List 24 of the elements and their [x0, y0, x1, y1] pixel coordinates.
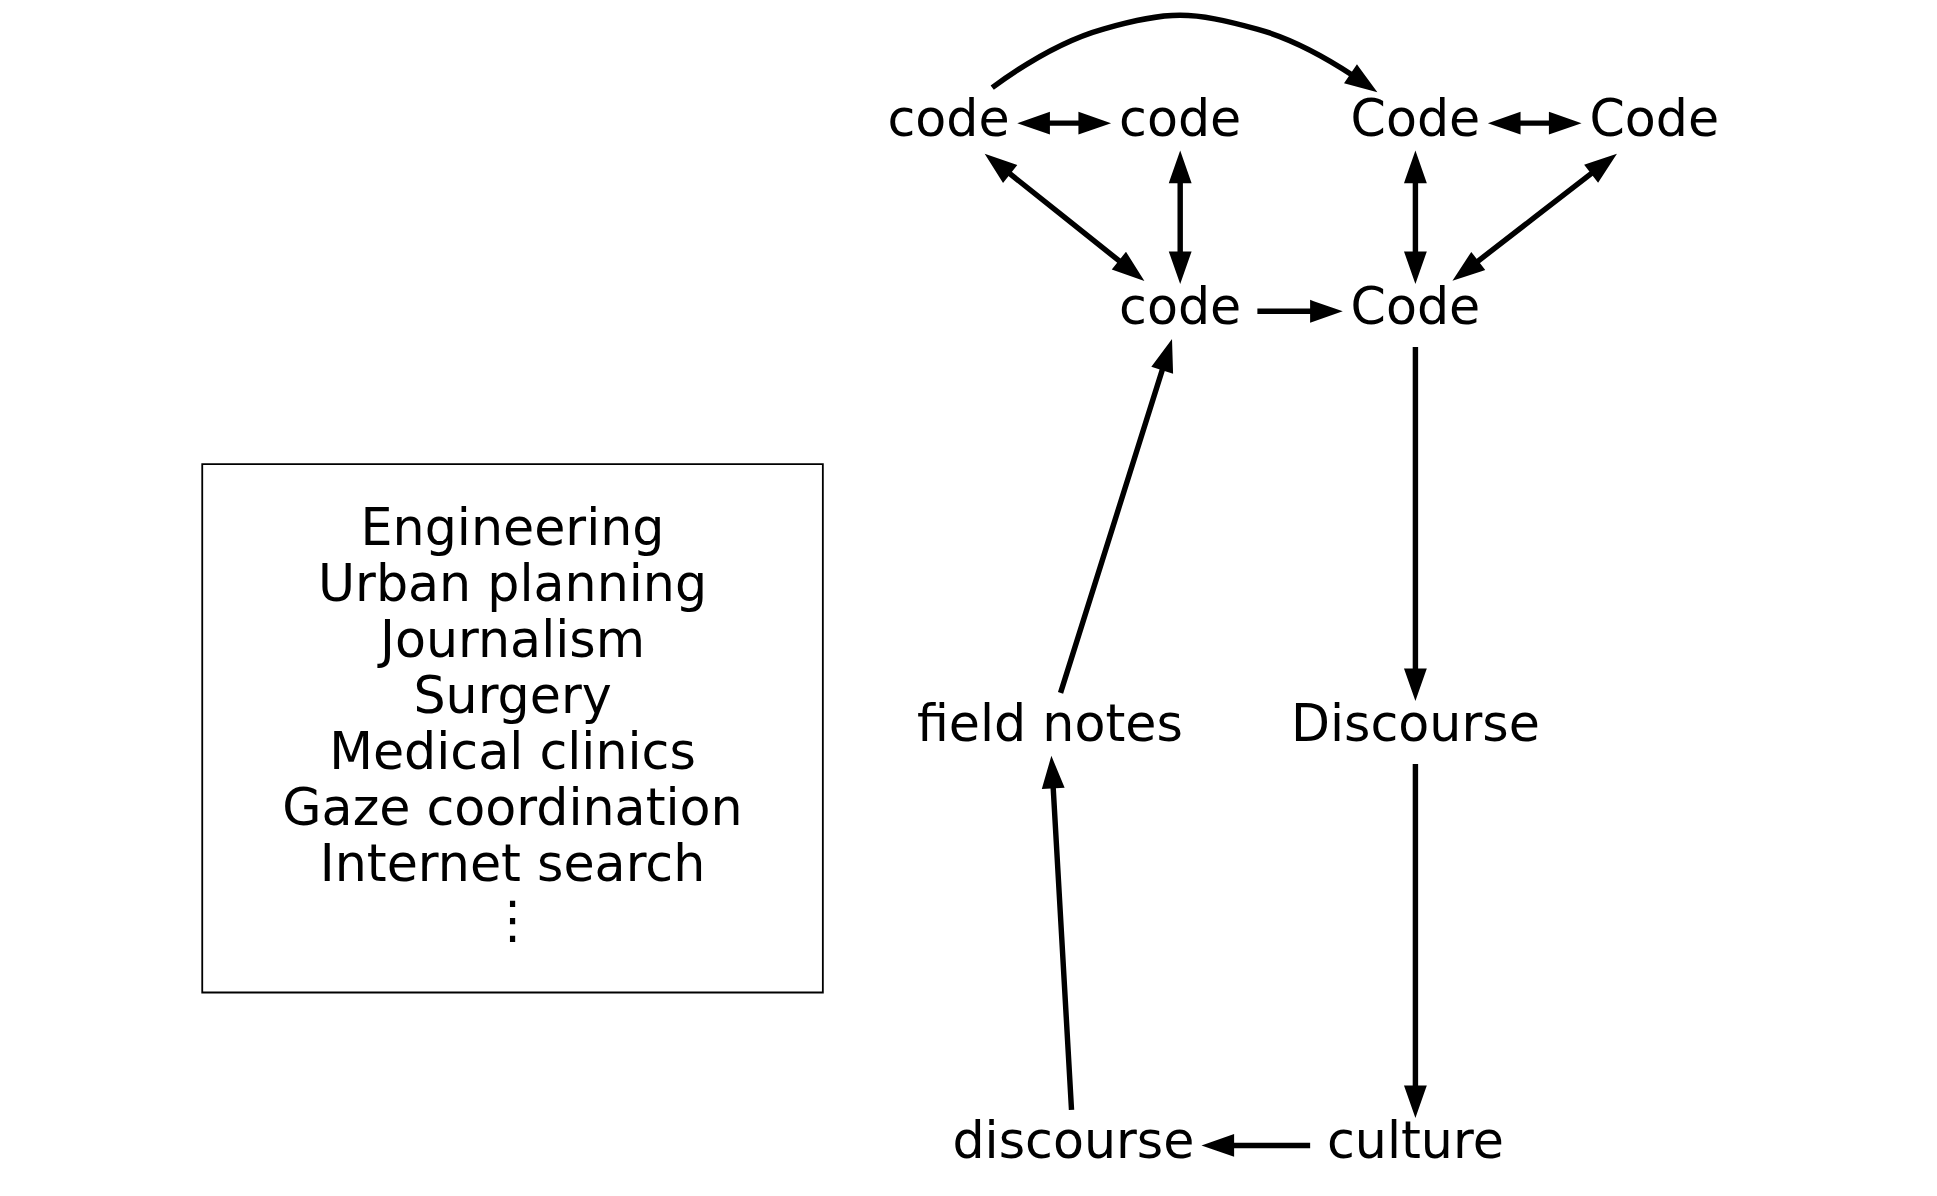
arrow	[1452, 153, 1617, 281]
node-text: Discourse	[1291, 693, 1540, 753]
arrow	[984, 153, 1145, 281]
node-text: code	[887, 88, 1010, 148]
arrow	[1017, 111, 1112, 135]
node-box: Engineering Urban planning Journalism Surgery Medical clinics Gaze coordination Internet search ⋮	[201, 463, 824, 994]
node-text: field notes	[916, 693, 1183, 753]
arrow	[1201, 1134, 1311, 1157]
node-text: culture	[1326, 1110, 1504, 1170]
node-text: code	[1119, 276, 1242, 336]
node-text: Code	[1350, 88, 1481, 148]
arrow	[1404, 346, 1427, 702]
arrow	[1057, 339, 1174, 694]
arrow	[1257, 299, 1343, 323]
node-text: discourse	[952, 1110, 1195, 1170]
arrow	[1487, 111, 1582, 135]
node-text: code	[1119, 88, 1242, 148]
arrow	[1404, 150, 1427, 285]
arrow	[990, 12, 1378, 93]
node-text: Code	[1350, 276, 1481, 336]
arrow	[1041, 755, 1075, 1111]
node-text: Code	[1589, 88, 1720, 148]
arrow	[1168, 150, 1192, 285]
arrow	[1404, 764, 1427, 1119]
